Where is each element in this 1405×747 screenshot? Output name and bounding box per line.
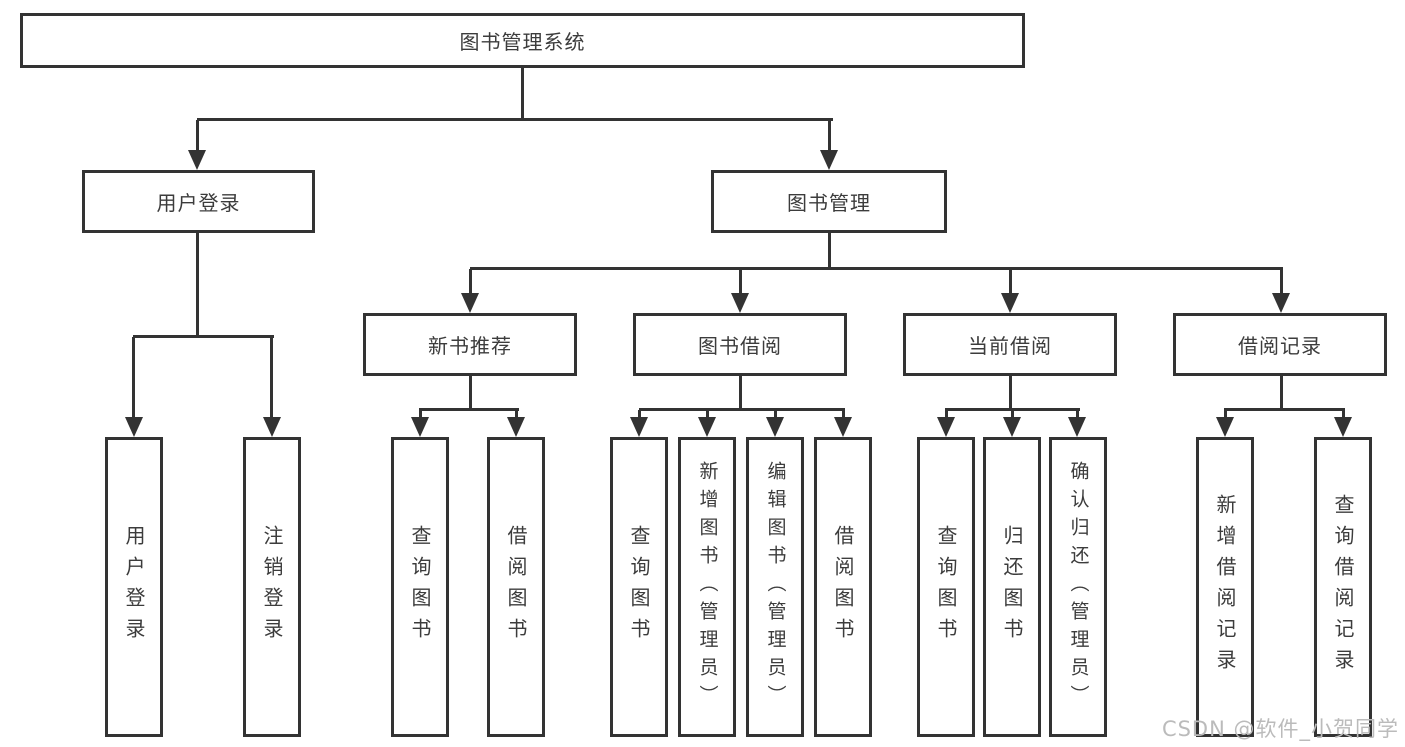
connector-level3-drop: [1009, 269, 1012, 295]
leaf-query-borrow-record-label: 查询借阅记录: [1331, 494, 1355, 680]
leaf-query-books-current-label: 查询图书: [934, 525, 958, 649]
arrow-leaf: [1068, 417, 1086, 437]
arrow-leaf: [834, 417, 852, 437]
leaf-return-book-label: 归还图书: [1000, 525, 1024, 649]
connector-g4-branch: [945, 408, 1080, 411]
connector-leaf-drop: [638, 410, 641, 422]
leaf-user-login: 用户登录: [105, 437, 163, 737]
arrow-leaf: [507, 417, 525, 437]
leaf-user-login-label: 用户登录: [122, 525, 146, 649]
arrow-leaf: [630, 417, 648, 437]
leaf-borrow-books-label: 借阅图书: [831, 525, 855, 649]
connector-leaf-drop: [945, 410, 948, 422]
node-book-mgmt-label: 图书管理: [787, 191, 871, 215]
connector-book-mgmt-down: [828, 231, 831, 269]
arrow-level3: [731, 293, 749, 313]
connector-g2-branch: [419, 408, 519, 411]
connector-level3-drop: [469, 269, 472, 295]
node-user-login-label: 用户登录: [156, 191, 241, 215]
connector-level3-branch: [470, 267, 1283, 270]
arrow-level3: [1272, 293, 1290, 313]
node-borrow-records: 借阅记录: [1173, 313, 1387, 376]
arrow-leaf: [1216, 417, 1234, 437]
leaf-confirm-return-admin: 确认归还（管理员）: [1049, 437, 1107, 737]
leaf-query-books-recommend-label: 查询图书: [408, 525, 432, 649]
leaf-edit-book-admin-label: 编辑图书（管理员）: [764, 461, 787, 713]
connector-g4-down: [1009, 374, 1012, 410]
arrow-user-login: [188, 150, 206, 170]
arrow-leaf: [698, 417, 716, 437]
connector-g2-down: [469, 374, 472, 410]
connector-leaf-drop: [1076, 410, 1079, 422]
arrow-leaf: [766, 417, 784, 437]
connector-leaf-drop: [270, 337, 273, 419]
connector-user-login-drop: [196, 120, 199, 152]
leaf-borrow-books: 借阅图书: [814, 437, 872, 737]
arrow-level3: [1001, 293, 1019, 313]
node-root-label: 图书管理系统: [459, 30, 586, 54]
connector-leaf-drop: [842, 410, 845, 422]
node-book-borrow-label: 图书借阅: [698, 334, 782, 358]
arrow-leaf: [125, 417, 143, 437]
leaf-query-books-recommend: 查询图书: [391, 437, 449, 737]
connector-leaf-drop: [1224, 410, 1227, 422]
node-book-mgmt: 图书管理: [711, 170, 947, 233]
connector-g3-down: [739, 374, 742, 410]
leaf-edit-book-admin: 编辑图书（管理员）: [746, 437, 804, 737]
connector-leaf-drop: [419, 410, 422, 422]
arrow-level3: [461, 293, 479, 313]
arrow-leaf: [263, 417, 281, 437]
arrow-leaf: [1003, 417, 1021, 437]
leaf-return-book: 归还图书: [983, 437, 1041, 737]
arrow-leaf: [937, 417, 955, 437]
node-current-borrow: 当前借阅: [903, 313, 1117, 376]
leaf-query-books-borrow: 查询图书: [610, 437, 668, 737]
leaf-borrow-books-recommend-label: 借阅图书: [504, 525, 528, 649]
leaf-add-book-admin: 新增图书（管理员）: [678, 437, 736, 737]
node-user-login: 用户登录: [82, 170, 315, 233]
leaf-add-borrow-record: 新增借阅记录: [1196, 437, 1254, 737]
connector-g3-branch: [639, 408, 845, 411]
connector-leaf-drop: [774, 410, 777, 422]
watermark: CSDN @软件_小贺同学: [1161, 717, 1399, 741]
leaf-add-borrow-record-label: 新增借阅记录: [1213, 494, 1237, 680]
node-root: 图书管理系统: [20, 13, 1025, 68]
connector-level3-drop: [1280, 269, 1283, 295]
connector-book-mgmt-drop: [828, 120, 831, 152]
connector-leaf-drop: [132, 337, 135, 419]
node-book-borrow: 图书借阅: [633, 313, 847, 376]
leaf-query-books-current: 查询图书: [917, 437, 975, 737]
node-new-book-recommend-label: 新书推荐: [428, 334, 512, 358]
arrow-leaf: [411, 417, 429, 437]
node-current-borrow-label: 当前借阅: [968, 334, 1052, 358]
leaf-add-book-admin-label: 新增图书（管理员）: [696, 461, 719, 713]
leaf-query-books-borrow-label: 查询图书: [627, 525, 651, 649]
leaf-logout: 注销登录: [243, 437, 301, 737]
leaf-borrow-books-recommend: 借阅图书: [487, 437, 545, 737]
connector-leaf-drop: [1342, 410, 1345, 422]
node-borrow-records-label: 借阅记录: [1238, 334, 1322, 358]
connector-user-login-branch: [133, 335, 274, 338]
connector-root-drop: [521, 66, 524, 120]
leaf-logout-label: 注销登录: [260, 525, 284, 649]
leaf-query-borrow-record: 查询借阅记录: [1314, 437, 1372, 737]
connector-g5-branch: [1224, 408, 1345, 411]
connector-leaf-drop: [706, 410, 709, 422]
connector-leaf-drop: [1011, 410, 1014, 422]
arrow-book-mgmt: [820, 150, 838, 170]
connector-user-login-down: [196, 231, 199, 337]
connector-leaf-drop: [515, 410, 518, 422]
arrow-leaf: [1334, 417, 1352, 437]
node-new-book-recommend: 新书推荐: [363, 313, 577, 376]
connector-g5-down: [1280, 374, 1283, 410]
connector-level3-drop: [739, 269, 742, 295]
connector-level2-branch: [197, 118, 833, 121]
leaf-confirm-return-admin-label: 确认归还（管理员）: [1067, 461, 1090, 713]
